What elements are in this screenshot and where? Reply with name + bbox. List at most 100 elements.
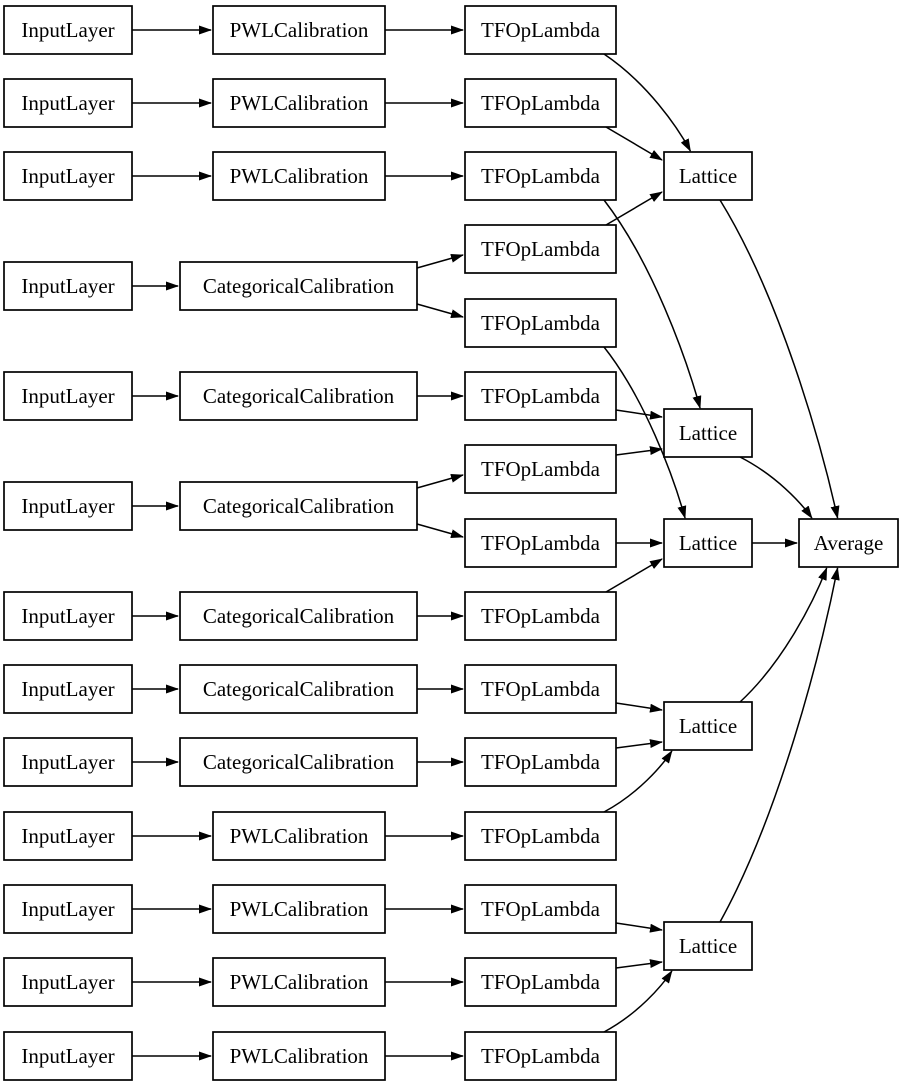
node-t8-box: [464, 518, 617, 568]
node-in10: InputLayer: [3, 811, 133, 861]
node-in1: InputLayer: [3, 5, 133, 55]
node-cat3-box: [179, 481, 418, 531]
node-pwl2-label: PWLCalibration: [230, 91, 369, 115]
node-t6: TFOpLambda: [464, 371, 617, 421]
node-pwl2-box: [212, 78, 386, 128]
edge-lat2-avg: [739, 456, 813, 519]
node-in13-label: InputLayer: [21, 1044, 114, 1068]
node-pwl5: PWLCalibration: [212, 884, 386, 934]
node-cat6-label: CategoricalCalibration: [203, 750, 395, 774]
node-t5-box: [464, 298, 617, 348]
edge-cat3-t8: [416, 523, 464, 539]
node-t10: TFOpLambda: [464, 664, 617, 714]
node-in2-box: [3, 78, 133, 128]
node-in7: InputLayer: [3, 591, 133, 641]
edge-cat3-t7: [416, 473, 464, 489]
node-cat2-label: CategoricalCalibration: [203, 384, 395, 408]
node-in3: InputLayer: [3, 151, 133, 201]
node-pwl1-box: [212, 5, 386, 55]
node-in5-label: InputLayer: [21, 384, 114, 408]
node-in1-label: InputLayer: [21, 18, 114, 42]
node-in1-box: [3, 5, 133, 55]
node-avg-box: [798, 518, 899, 568]
node-cat2: CategoricalCalibration: [179, 371, 418, 421]
node-pwl7-box: [212, 1031, 386, 1081]
node-t14-label: TFOpLambda: [481, 970, 601, 994]
node-t5: TFOpLambda: [464, 298, 617, 348]
edge-t5-lat3: [603, 346, 687, 519]
node-lat3: Lattice: [663, 518, 753, 568]
node-pwl4-box: [212, 811, 386, 861]
node-t13-label: TFOpLambda: [481, 897, 601, 921]
node-pwl1: PWLCalibration: [212, 5, 386, 55]
node-t2: TFOpLambda: [464, 78, 617, 128]
edge-lat5-avg: [719, 567, 840, 923]
node-t12: TFOpLambda: [464, 811, 617, 861]
node-in12-label: InputLayer: [21, 970, 114, 994]
node-cat4-box: [179, 591, 418, 641]
node-t1-label: TFOpLambda: [481, 18, 601, 42]
node-t7-box: [464, 444, 617, 494]
node-cat5-label: CategoricalCalibration: [203, 677, 395, 701]
nodes-layer: InputLayerInputLayerInputLayerInputLayer…: [3, 5, 899, 1081]
node-t13: TFOpLambda: [464, 884, 617, 934]
node-t4-label: TFOpLambda: [481, 237, 601, 261]
node-cat5: CategoricalCalibration: [179, 664, 418, 714]
node-lat3-box: [663, 518, 753, 568]
node-cat6: CategoricalCalibration: [179, 737, 418, 787]
node-in11: InputLayer: [3, 884, 133, 934]
node-t10-label: TFOpLambda: [481, 677, 601, 701]
node-t2-label: TFOpLambda: [481, 91, 601, 115]
node-in5: InputLayer: [3, 371, 133, 421]
node-t15: TFOpLambda: [464, 1031, 617, 1081]
node-cat2-box: [179, 371, 418, 421]
node-pwl7: PWLCalibration: [212, 1031, 386, 1081]
edges-layer: [132, 25, 840, 1061]
edge-t14-lat5: [615, 959, 663, 969]
node-t6-label: TFOpLambda: [481, 384, 601, 408]
node-in12-box: [3, 957, 133, 1007]
edge-lat1-avg: [719, 199, 840, 519]
node-in11-box: [3, 884, 133, 934]
node-cat3-label: CategoricalCalibration: [203, 494, 395, 518]
node-lat3-label: Lattice: [679, 531, 737, 555]
edge-t7-lat2: [615, 446, 663, 456]
node-t8-label: TFOpLambda: [481, 531, 601, 555]
node-lat1-label: Lattice: [679, 164, 737, 188]
node-t9: TFOpLambda: [464, 591, 617, 641]
edge-t15-lat5: [603, 970, 673, 1033]
node-t9-label: TFOpLambda: [481, 604, 601, 628]
node-pwl3: PWLCalibration: [212, 151, 386, 201]
node-in3-label: InputLayer: [21, 164, 114, 188]
node-lat5: Lattice: [663, 921, 753, 971]
node-t15-box: [464, 1031, 617, 1081]
node-t14-box: [464, 957, 617, 1007]
node-t2-box: [464, 78, 617, 128]
node-t10-box: [464, 664, 617, 714]
edge-t1-lat1: [603, 53, 692, 152]
node-in2: InputLayer: [3, 78, 133, 128]
node-t14: TFOpLambda: [464, 957, 617, 1007]
node-t6-box: [464, 371, 617, 421]
node-in13-box: [3, 1031, 133, 1081]
edge-cat1-t4: [416, 253, 464, 269]
node-lat5-box: [663, 921, 753, 971]
node-cat1: CategoricalCalibration: [179, 261, 418, 311]
node-lat4-label: Lattice: [679, 714, 737, 738]
node-t7: TFOpLambda: [464, 444, 617, 494]
node-in8: InputLayer: [3, 664, 133, 714]
node-pwl7-label: PWLCalibration: [230, 1044, 369, 1068]
node-t3-box: [464, 151, 617, 201]
node-pwl4: PWLCalibration: [212, 811, 386, 861]
edge-t9-lat3: [605, 558, 663, 593]
edge-t6-lat2: [615, 409, 663, 420]
node-in10-label: InputLayer: [21, 824, 114, 848]
edge-lat4-avg: [739, 567, 828, 703]
node-t4-box: [464, 224, 617, 274]
node-t11-box: [464, 737, 617, 787]
node-t4: TFOpLambda: [464, 224, 617, 274]
edge-t12-lat4: [603, 750, 673, 813]
node-lat1: Lattice: [663, 151, 753, 201]
